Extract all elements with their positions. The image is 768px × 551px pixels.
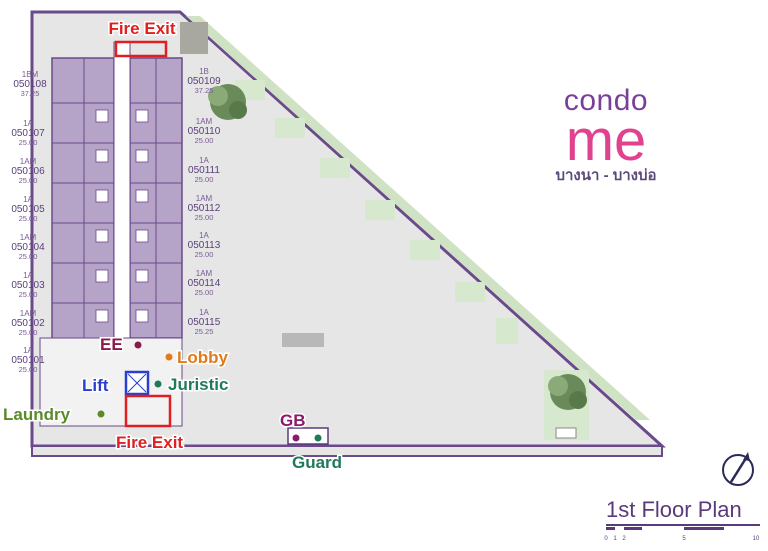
unit-number: 050112 (188, 203, 221, 214)
unit-type: 1A (199, 308, 209, 317)
unit-number: 050114 (188, 278, 221, 289)
fire-exit-top-box (114, 40, 168, 58)
unit-number: 050110 (188, 126, 221, 137)
lift-cross (127, 373, 147, 393)
road-strip (31, 445, 663, 457)
fire-exit-bottom-label: Fire Exit (116, 433, 183, 452)
unit-area: 25.00 (19, 176, 38, 185)
brand-line-me: me (565, 108, 647, 173)
unit-area: 25.25 (195, 327, 214, 336)
laundry-marker (97, 410, 105, 418)
scale-tick: 1 (613, 536, 617, 542)
unit-type: 1AM (196, 117, 213, 126)
unit-number: 050111 (188, 165, 220, 176)
unit-type: 1A (199, 156, 209, 165)
unit-type: 1AM (20, 233, 37, 242)
bathroom-fixtures (95, 109, 149, 323)
unit-area: 25.00 (19, 252, 38, 261)
brand-logo: condo me บางนา - บางบ่อ (536, 86, 676, 186)
unit-area: 37.25 (195, 86, 214, 95)
plan-title: 1st Floor Plan (606, 497, 742, 522)
lobby-marker (165, 353, 173, 361)
bench (282, 333, 324, 347)
guard-marker (314, 434, 322, 442)
unit-area: 25.00 (19, 328, 38, 337)
juristic-label: Juristic (168, 375, 228, 394)
gb-marker (292, 434, 300, 442)
fire-exit-top-label: Fire Exit (108, 19, 175, 38)
lift-label: Lift (82, 376, 109, 395)
scale-tick: 0 (604, 536, 608, 542)
unit-type: 1A (23, 271, 33, 280)
unit-type: 1AM (196, 269, 213, 278)
unit-number: 050113 (188, 240, 221, 251)
unit-area: 25.00 (195, 136, 214, 145)
unit-labels-right: 1B 050109 37.25 1AM 050110 25.00 1A 0501… (187, 67, 221, 336)
unit-area: 37.25 (21, 89, 40, 98)
unit-number: 050104 (11, 242, 45, 253)
unit-area: 25.00 (19, 365, 38, 374)
unit-type: 1A (23, 346, 33, 355)
unit-area: 25.00 (195, 175, 214, 184)
planter (555, 427, 577, 439)
unit-type: 1BM (22, 70, 39, 79)
unit-number: 050106 (11, 166, 45, 177)
unit-type: 1AM (20, 309, 37, 318)
unit-type: 1A (23, 119, 33, 128)
tree-icon (548, 374, 587, 410)
unit-type: 1AM (196, 194, 213, 203)
unit-number: 050101 (11, 355, 45, 366)
unit-area: 25.00 (195, 250, 214, 259)
unit-type: 1A (23, 195, 33, 204)
unit-labels-left: 1BM 050108 37.25 1A 050107 25.00 1AM 050… (11, 70, 47, 374)
landscape-strip (186, 16, 650, 420)
juristic-marker (154, 380, 162, 388)
ee-marker (134, 341, 142, 349)
unit-type: 1AM (20, 157, 37, 166)
unit-number: 050107 (11, 128, 45, 139)
gb-label: GB (280, 411, 306, 430)
unit-number: 050103 (11, 280, 45, 291)
guard-label: Guard (292, 453, 342, 472)
unit-dividers (52, 58, 182, 344)
scale-tick: 10 (753, 536, 760, 542)
north-arrow-icon (722, 452, 754, 486)
unit-number: 050115 (188, 317, 221, 328)
fire-exit-bottom-box (124, 394, 172, 428)
unit-area: 25.00 (195, 213, 214, 222)
unit-number: 050105 (11, 204, 45, 215)
brand-line-location: บางนา - บางบ่อ (555, 167, 657, 184)
unit-area: 25.00 (19, 290, 38, 299)
tree-icon (208, 84, 247, 120)
ee-label: EE (100, 335, 123, 354)
unit-number: 050108 (13, 79, 47, 90)
unit-area: 25.00 (19, 214, 38, 223)
unit-number: 050102 (11, 318, 45, 329)
unit-type: 1A (199, 231, 209, 240)
garden-patch (180, 22, 208, 54)
laundry-label: Laundry (3, 405, 71, 424)
scale-bar: 0 1 2 5 10 (604, 524, 760, 542)
brand-line-condo: condo (563, 84, 649, 117)
unit-type: 1B (199, 67, 209, 76)
scale-tick: 2 (622, 536, 626, 542)
lobby-label: Lobby (177, 348, 229, 367)
unit-area: 25.00 (195, 288, 214, 297)
scale-tick: 5 (682, 536, 686, 542)
unit-area: 25.00 (19, 138, 38, 147)
unit-number: 050109 (187, 76, 221, 87)
